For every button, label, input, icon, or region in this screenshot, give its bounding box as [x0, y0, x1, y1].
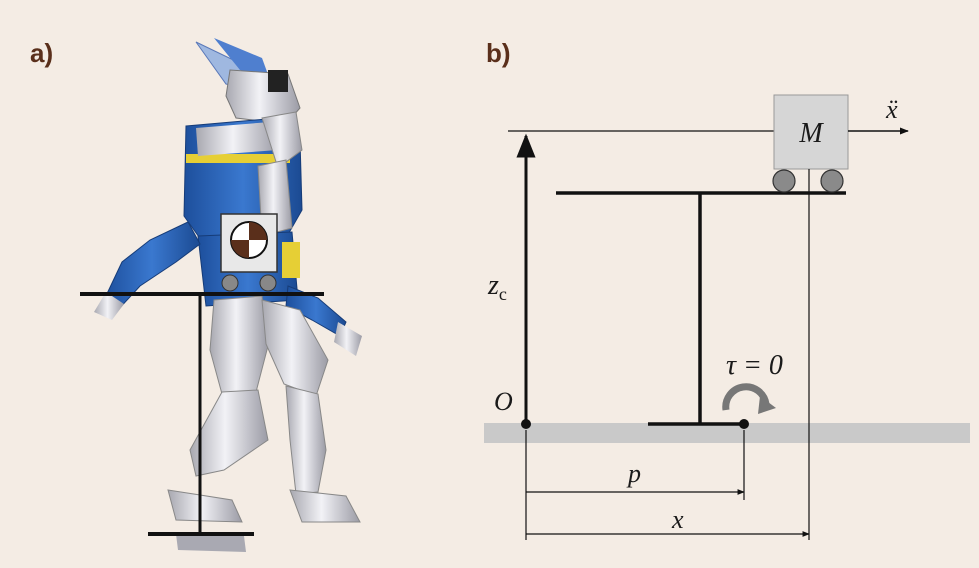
robot-foot-shadow	[176, 534, 246, 552]
cart-mass-box	[773, 94, 849, 170]
robot-hip-stripe	[282, 242, 300, 278]
robot-shoulder-plate	[196, 122, 278, 156]
robot-left-arm	[103, 221, 201, 313]
robot-head-fin-blue	[214, 38, 270, 80]
panel-a: a)	[30, 38, 362, 552]
robot-right-upper-arm	[261, 111, 303, 169]
cart-wheel-left	[772, 169, 796, 193]
x-label: x	[671, 505, 684, 534]
acceleration-label: ẍ	[885, 95, 898, 124]
origin-point	[521, 419, 531, 429]
p-label: p	[626, 459, 641, 488]
panel-b-label: b)	[486, 38, 511, 68]
robot-left-thigh	[209, 295, 269, 395]
robot-visor	[268, 70, 288, 92]
panel-a-label: a)	[30, 38, 53, 68]
cart-wheel-left	[221, 274, 239, 292]
robot-right-hand	[334, 322, 362, 356]
torque-arrowhead	[758, 396, 776, 414]
robot-left-shin	[189, 389, 269, 477]
cart-wheel-right	[259, 274, 277, 292]
robot-right-foot	[289, 489, 361, 523]
torque-curved-arrow	[722, 383, 770, 411]
origin-label: O	[494, 387, 513, 416]
zmp-point	[739, 419, 749, 429]
height-label: zc	[487, 270, 507, 304]
ground	[484, 423, 970, 443]
robot-left-hand	[94, 292, 124, 320]
torque-label: τ = 0	[726, 350, 783, 381]
cart-wheel-right	[820, 169, 844, 193]
robot-right-shin	[285, 385, 327, 495]
cart-table-overlay	[80, 213, 324, 536]
center-of-mass-icon	[230, 221, 268, 259]
panel-b: b) zc O M ẍ τ = 0 p	[484, 38, 970, 540]
mass-label: M	[798, 118, 824, 149]
robot-left-foot	[167, 489, 243, 523]
robot-chest-stripe	[186, 154, 290, 163]
